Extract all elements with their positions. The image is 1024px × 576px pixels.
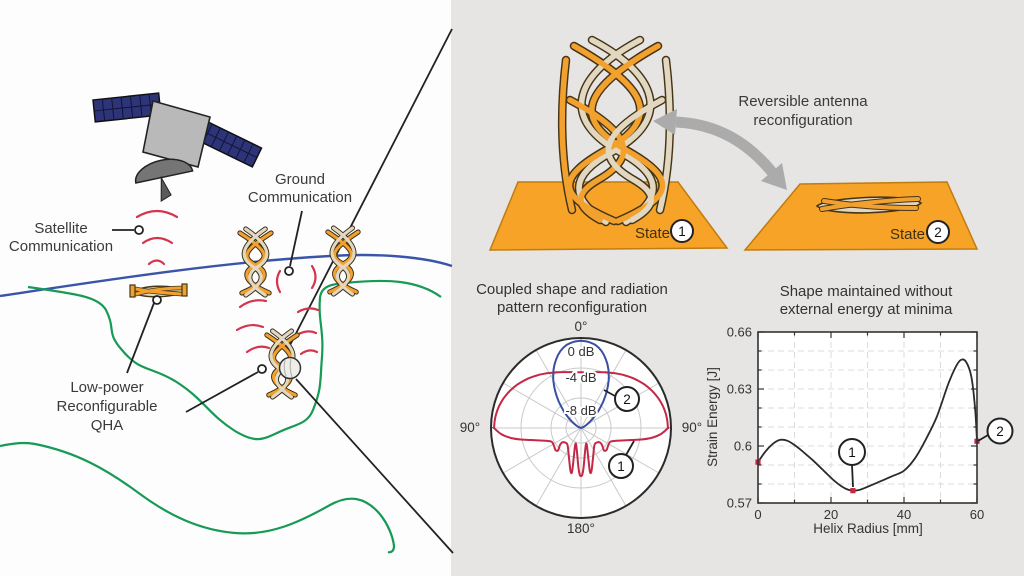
strain-y-tick: 0.66 — [727, 325, 752, 340]
earth-horizon-line — [0, 253, 453, 298]
satellite-signal-waves — [135, 209, 179, 266]
polar-angle-left: 90° — [460, 420, 480, 435]
qha-flattened — [129, 283, 188, 298]
reconfiguration-arrow-icon — [653, 109, 787, 190]
strain-callout1-leader — [851, 464, 854, 488]
state2-number: 2 — [934, 225, 942, 240]
strain-callout2-leader — [977, 434, 989, 442]
helix-deployed — [557, 35, 675, 227]
satellite-scene: Satellite Communication Ground Communica… — [0, 28, 454, 554]
polar-callout1-leader — [625, 440, 635, 456]
polar-callout1-number: 1 — [617, 459, 625, 474]
polar-angle-top: 0° — [575, 319, 588, 334]
satellite-comm-label-line2: Communication — [9, 238, 113, 255]
coastline-lower — [0, 441, 396, 554]
strain-y-tick: 0.57 — [727, 496, 752, 511]
qha-signal-waves — [235, 299, 320, 356]
polar-callout1-badge — [608, 453, 634, 479]
strain-callout2-badge — [986, 417, 1014, 445]
strain-callout1-number: 1 — [848, 445, 856, 460]
low-power-label-line1: Low-power — [70, 379, 143, 396]
radiation-pattern-chart: Coupled shape and radiation pattern reco… — [460, 281, 702, 536]
strain-plot-area: 0 20 40 60 0.57 0.6 0.63 0.66 — [727, 325, 985, 523]
strain-x-tick: 60 — [970, 507, 984, 522]
polar-ring-label-8db: -8 dB — [565, 403, 596, 418]
zoom-line-top — [286, 28, 453, 352]
zoom-line-bottom — [295, 378, 454, 554]
ground-signal-waves — [275, 264, 317, 294]
strain-y-tick: 0.6 — [734, 439, 752, 454]
polar-plot-area — [490, 337, 672, 519]
state2-number-badge — [926, 220, 950, 244]
reconfig-label-line1: Reversible antenna — [738, 93, 868, 110]
ground-comm-label-line2: Communication — [248, 189, 352, 206]
strain-curve — [757, 358, 978, 492]
strain-title-line1: Shape maintained without — [780, 283, 953, 300]
helix-stowed — [815, 196, 923, 214]
satellite — [92, 92, 263, 203]
state1-label: State — [635, 225, 670, 242]
leader-dots — [134, 225, 294, 374]
polar-angle-bottom: 180° — [567, 521, 595, 536]
polar-ring-label-4db: -4 dB — [565, 370, 596, 385]
strain-x-tick: 0 — [754, 507, 761, 522]
state2-label: State — [890, 226, 925, 243]
low-power-label-line2: Reconfigurable — [57, 398, 158, 415]
polar-curve-state1 — [491, 371, 670, 478]
polar-curve-state2 — [552, 339, 610, 429]
strain-energy-chart: Shape maintained without external energy… — [705, 283, 1014, 536]
strain-title-line2: external energy at minima — [780, 301, 953, 318]
solar-panel-left-icon — [92, 92, 162, 123]
strain-x-tick: 20 — [824, 507, 838, 522]
polar-callout2-badge — [614, 386, 640, 412]
state-comparison: Reversible antenna reconfiguration State… — [488, 35, 979, 251]
polar-title-line2: pattern reconfiguration — [497, 299, 647, 316]
strain-y-tick: 0.63 — [727, 382, 752, 397]
strain-y-axis-label: Strain Energy [J] — [705, 367, 720, 467]
polar-callout2-leader — [603, 389, 616, 397]
reconfig-label-line2: reconfiguration — [753, 112, 852, 129]
state1-number: 1 — [678, 224, 686, 239]
qha-radome-sphere — [278, 356, 302, 380]
strain-callout1-badge — [838, 438, 866, 466]
strain-x-tick: 40 — [897, 507, 911, 522]
polar-title-line1: Coupled shape and radiation — [476, 281, 668, 298]
low-power-label-line3: QHA — [91, 417, 124, 434]
strain-x-axis-label: Helix Radius [mm] — [813, 521, 923, 536]
polar-angle-right: 90° — [682, 420, 702, 435]
strain-marker — [850, 488, 856, 494]
leader-lines — [112, 210, 303, 413]
solar-panel-right-icon — [193, 118, 263, 168]
satellite-body — [142, 99, 211, 168]
dish-antenna-icon — [134, 158, 194, 203]
state1-number-badge — [670, 219, 694, 243]
ground-comm-label-line1: Ground — [275, 171, 325, 188]
polar-callout2-number: 2 — [623, 392, 631, 407]
polar-ring-label-0db: 0 dB — [568, 344, 595, 359]
strain-callout2-number: 2 — [996, 424, 1004, 439]
satellite-comm-label-line1: Satellite — [34, 220, 87, 237]
